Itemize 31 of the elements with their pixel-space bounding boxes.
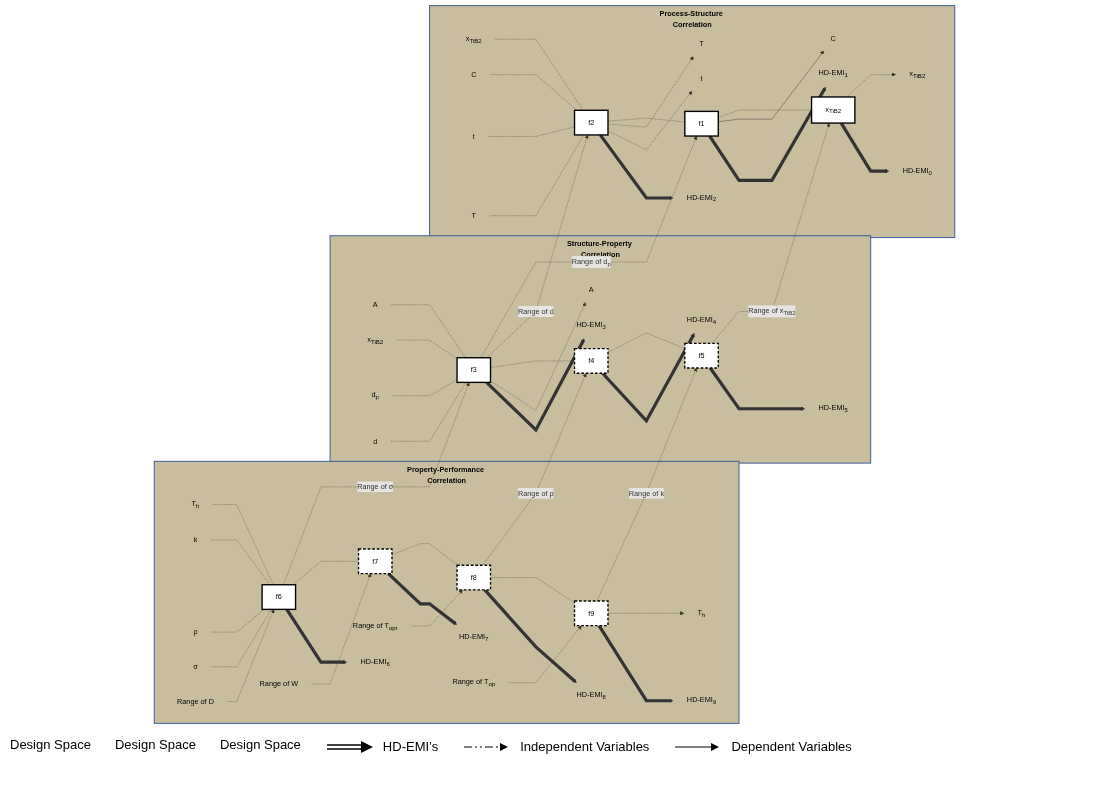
design-space-label: Design Space [10,737,91,754]
arrow [597,624,674,703]
arrow [708,86,827,182]
connector [392,379,458,397]
arrow [598,134,674,200]
arrow [839,122,890,174]
connector [495,39,584,111]
connector [210,539,270,585]
design-space-label: Design Space [114,737,196,754]
legend-label: Independent Variables [520,739,650,754]
arrow [708,367,806,411]
arrow [485,338,585,433]
connector [488,126,575,137]
arrow [483,588,577,683]
connector [211,609,265,633]
arrow [285,608,348,665]
legend-label: HD-EMI’s [382,739,439,754]
connector [718,109,812,118]
connector [391,543,458,566]
connector [390,382,467,442]
legend-label: Dependent Variables [731,739,852,754]
connector [489,134,585,216]
connector [293,561,359,585]
design-space-label: Design Space [219,737,301,754]
connector [490,577,575,603]
connector [212,504,274,585]
arrow [601,333,695,424]
connector [489,74,578,111]
connector [211,609,272,667]
arrow [387,572,457,625]
connector [391,304,466,358]
